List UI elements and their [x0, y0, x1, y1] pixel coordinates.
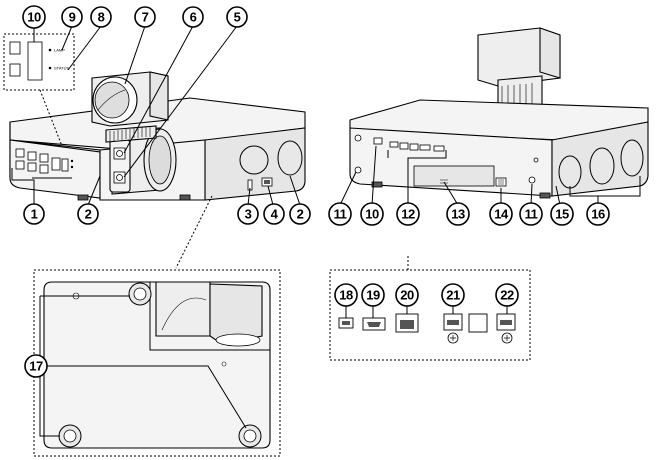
callout-11a: 11 [328, 202, 352, 226]
callout-10b-label: 10 [365, 207, 379, 222]
callout-15: 15 [550, 202, 574, 226]
callout-6: 6 [182, 6, 204, 28]
callout-16: 16 [586, 202, 610, 226]
callout-2a-label: 2 [85, 207, 92, 222]
callout-1-label: 1 [31, 207, 38, 222]
callout-12: 12 [396, 202, 420, 226]
callout-9-label: 9 [69, 10, 76, 25]
callout-5: 5 [226, 6, 248, 28]
callout-7-label: 7 [142, 10, 149, 25]
callout-5-label: 5 [234, 10, 241, 25]
rear-projector-illustration [349, 27, 649, 199]
callout-2b-label: 2 [297, 207, 304, 222]
callout-19: 19 [361, 283, 385, 307]
callout-17-label: 17 [29, 359, 43, 374]
callout-13-label: 13 [451, 207, 465, 222]
bottom-view-inset [33, 269, 281, 457]
indicator-panel-inset: LAMP STATUS [3, 33, 75, 91]
callout-13: 13 [446, 202, 470, 226]
callout-14-label: 14 [494, 207, 509, 222]
callout-11a-label: 11 [334, 207, 347, 222]
callout-16-label: 16 [591, 207, 605, 222]
callout-4-label: 4 [271, 207, 279, 222]
callout-22: 22 [495, 283, 519, 307]
callout-18: 18 [334, 283, 358, 307]
callout-numbers: 1 2 2 3 4 5 6 7 8 9 10 10 11 11 12 13 14… [22, 5, 610, 378]
callout-8-label: 8 [98, 10, 105, 25]
callout-2a: 2 [77, 203, 99, 225]
callout-9: 9 [61, 6, 83, 28]
callout-10b: 10 [360, 202, 384, 226]
callout-6-label: 6 [190, 10, 197, 25]
callout-18-label: 18 [339, 288, 353, 303]
front-projector-illustration [9, 71, 306, 201]
callout-10a-label: 10 [27, 10, 41, 25]
callout-15-label: 15 [555, 207, 569, 222]
callout-17: 17 [24, 354, 48, 378]
callout-21-label: 21 [446, 288, 460, 303]
callout-1: 1 [23, 203, 45, 225]
callout-20: 20 [395, 283, 419, 307]
callout-21: 21 [441, 283, 465, 307]
lamp-indicator-label: LAMP [54, 48, 65, 53]
callout-10a: 10 [22, 5, 46, 29]
callout-20-label: 20 [400, 288, 414, 303]
callout-22-label: 22 [500, 288, 514, 303]
callout-14: 14 [489, 202, 513, 226]
status-indicator-label: STATUS [54, 66, 70, 71]
callout-3: 3 [237, 203, 259, 225]
port-detail-inset [329, 269, 531, 361]
callout-19-label: 19 [366, 288, 380, 303]
callout-4: 4 [263, 203, 285, 225]
callout-7: 7 [134, 6, 156, 28]
callout-2b: 2 [289, 203, 311, 225]
callout-11b-label: 11 [525, 207, 538, 222]
callout-12-label: 12 [401, 207, 415, 222]
callout-3-label: 3 [245, 207, 252, 222]
callout-11b: 11 [519, 202, 543, 226]
callout-8: 8 [90, 6, 112, 28]
